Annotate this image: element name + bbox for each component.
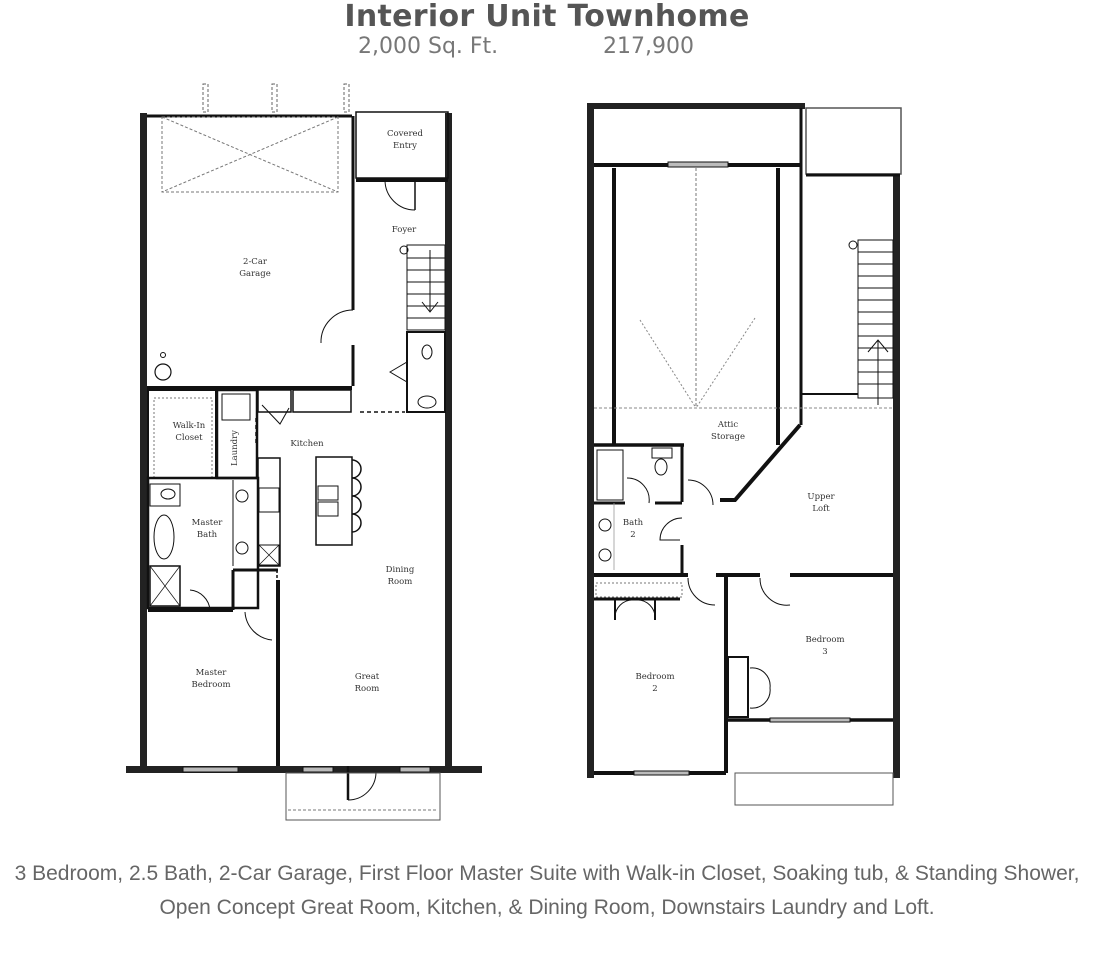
label-attic-storage-2: Storage [711,432,745,442]
label-foyer: Foyer [392,225,417,235]
label-bath-2: Bath [623,518,644,528]
label-master-bedroom: Master [196,668,228,678]
label-dining-room-2: Room [388,577,413,587]
label-bedroom-3-num: 3 [822,647,827,657]
label-bath-2-num: 2 [630,530,635,540]
second-floor-plan [587,103,902,806]
label-great-room-2: Room [355,684,380,694]
subtitle: 2,000 Sq. Ft. 217,900 [0,34,1094,66]
label-attic-storage: Attic [717,420,739,430]
price: 217,900 [603,34,694,59]
label-kitchen: Kitchen [290,439,324,449]
label-garage: 2-Car [243,257,268,267]
page-title: Interior Unit Townhome [344,0,750,34]
label-great-room: Great [355,672,380,682]
label-covered-entry-2: Entry [393,141,417,151]
first-floor-plan [126,83,482,821]
label-upper-loft: Upper [807,492,835,502]
square-footage: 2,000 Sq. Ft. [358,34,499,59]
label-master-bath-2: Bath [197,530,218,540]
floor-plans: Covered Entry Foyer 2-Car Garage Walk-In… [126,83,902,821]
label-covered-entry: Covered [387,129,424,139]
second-floor-labels: Attic Storage Bath 2 Upper Loft Bedroom … [623,420,845,694]
label-master-bath: Master [192,518,224,528]
label-laundry: Laundry [230,430,240,466]
description: 3 Bedroom, 2.5 Bath, 2-Car Garage, First… [14,862,1080,919]
label-upper-loft-2: Loft [812,504,830,514]
label-garage-2: Garage [239,269,270,279]
label-master-bedroom-2: Bedroom [191,680,230,690]
first-floor-labels: Covered Entry Foyer 2-Car Garage Walk-In… [173,129,424,694]
label-bedroom-2: Bedroom [635,672,674,682]
label-bedroom-2-num: 2 [652,684,657,694]
label-walk-in-closet: Walk-In [173,421,206,431]
label-walk-in-closet-2: Closet [175,433,203,443]
label-dining-room: Dining [386,565,415,575]
label-bedroom-3: Bedroom [805,635,844,645]
